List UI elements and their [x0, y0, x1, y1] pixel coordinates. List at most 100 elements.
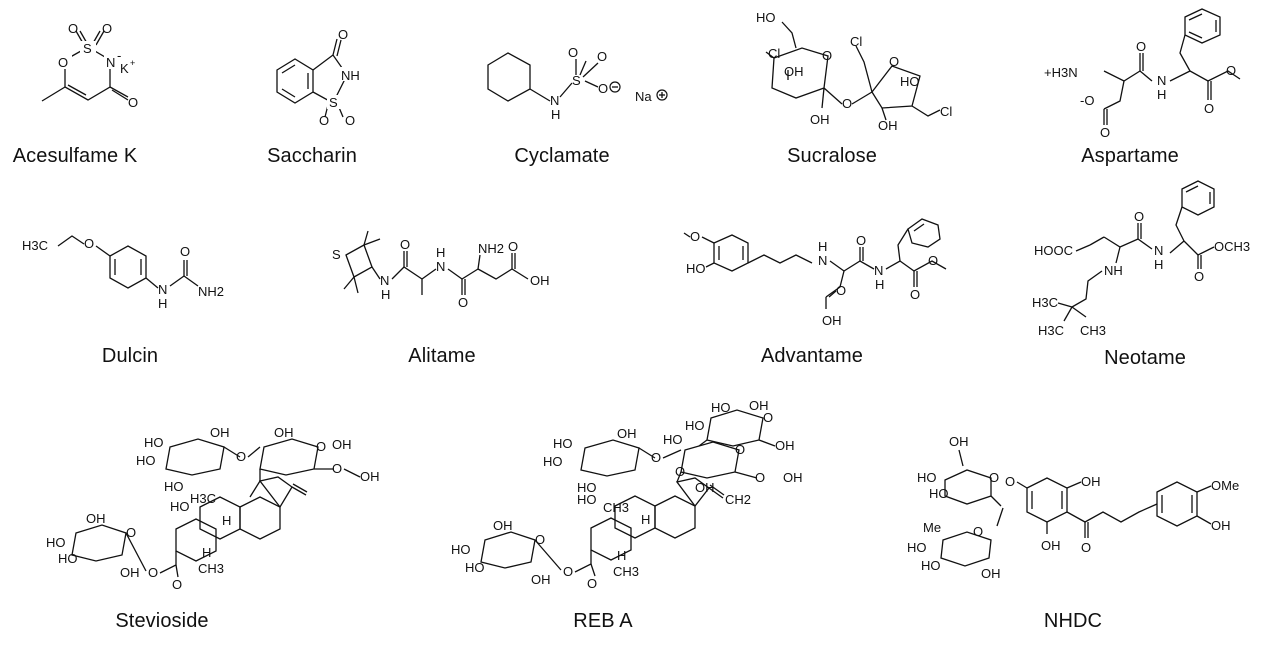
atom-h: H: [1157, 87, 1166, 102]
atom-oh: OH: [981, 566, 1001, 581]
atom-ch3: CH3: [198, 561, 224, 576]
atom-s: S: [572, 73, 581, 88]
atom-o: O: [319, 113, 329, 128]
atom-o: O: [928, 253, 938, 268]
atom-oh: OH: [86, 511, 106, 526]
atom-oh: OH: [775, 438, 795, 453]
glucose-ring: [480, 531, 536, 569]
atom-h: H: [551, 107, 560, 122]
atom-oh: OH: [810, 112, 830, 127]
atom-ho: HO: [58, 551, 78, 566]
molecule-name: Cyclamate: [514, 145, 610, 167]
aspartame-structure: +H3N O N H O O -O O: [1044, 8, 1241, 140]
negative-charge-icon: [609, 81, 621, 93]
alitame-structure: S N H O N H O NH2 O OH: [330, 230, 550, 310]
atom-ch3: CH3: [1080, 323, 1106, 338]
atom-o: O: [675, 464, 685, 479]
atom-h: H: [617, 548, 626, 563]
atom-oh: OH: [493, 518, 513, 533]
atom-ho: HO: [451, 542, 471, 557]
reb-a-structure: HO OH O HO OH HO OH O HO HO O HO O OH O …: [451, 400, 803, 590]
atom-h: H: [158, 296, 167, 311]
atom-o: O: [1081, 540, 1091, 555]
atom-h3c: H3C: [22, 238, 48, 253]
atom-h: H: [222, 513, 231, 528]
saccharin-structure: O NH S O O: [276, 27, 360, 128]
atom-o: O: [651, 450, 661, 465]
atom-oh: OH: [617, 426, 637, 441]
atom-ho: HO: [577, 480, 597, 495]
atom-oh: OH: [120, 565, 140, 580]
atom-o: O: [735, 442, 745, 457]
atom-oh: OH: [274, 425, 294, 440]
atom-oh: OH: [783, 470, 803, 485]
atom-nh2: NH2: [198, 284, 224, 299]
neotame-structure: O OCH3 N H O HOOC NH H3C H3C CH3: [1032, 180, 1250, 338]
atom-o: O: [973, 524, 983, 539]
molecule-name: Stevioside: [115, 610, 209, 632]
molecule-name: NHDC: [1043, 610, 1103, 632]
atom-o: O: [1100, 125, 1110, 140]
atom-cl: Cl: [850, 34, 862, 49]
glucose-ring: [71, 524, 127, 562]
atom-o: O: [1134, 209, 1144, 224]
atom-o: O: [597, 49, 607, 64]
nhdc-structure: OH HO O HO O OH O OH OMe OH Me O HO HO O…: [907, 434, 1239, 581]
acesulfame-k-structure: O S O O N - K + O: [41, 21, 138, 110]
atom-h: H: [875, 277, 884, 292]
atom-oh: OH: [878, 118, 898, 133]
atom-oh: OH: [332, 437, 352, 452]
atom-n: N: [550, 93, 559, 108]
atom-o: O: [889, 54, 899, 69]
atom-o: O: [842, 96, 852, 111]
atom-h3c: H3C: [190, 491, 216, 506]
molecule-name: Advantame: [760, 345, 864, 367]
atom-h: H: [1154, 257, 1163, 272]
atom-o: O: [236, 449, 246, 464]
atom-o: O: [148, 565, 158, 580]
atom-oh: OH: [749, 400, 769, 413]
atom-o: O: [763, 410, 773, 425]
atom-cl: Cl: [768, 46, 780, 61]
molecule-name: Sucralose: [787, 145, 877, 167]
atom-ho: HO: [136, 453, 156, 468]
atom-h: H: [818, 239, 827, 254]
atom-ho: HO: [543, 454, 563, 469]
atom-o: O: [172, 577, 182, 590]
sucralose-structure: HO Cl OH O OH O Cl O HO OH Cl: [756, 10, 952, 133]
atom-ome: OMe: [1211, 478, 1239, 493]
atom-ho: HO: [711, 400, 731, 415]
atom-o: O: [68, 21, 78, 36]
atom-ho: HO: [46, 535, 66, 550]
glucose-ring: [680, 441, 740, 479]
atom-oh: OH: [531, 572, 551, 587]
atom-o-minus: -O: [1080, 93, 1094, 108]
advantame-structure: O HO N H O N H O O OH O: [683, 218, 947, 328]
atom-ho: HO: [907, 540, 927, 555]
atom-o: O: [568, 45, 578, 60]
charge-plus: +: [130, 58, 135, 68]
molecule-name: Acesulfame K: [12, 145, 138, 167]
atom-o: O: [1005, 474, 1015, 489]
atom-o: O: [822, 48, 832, 63]
atom-h3c: H3C: [1032, 295, 1058, 310]
atom-o: O: [316, 439, 326, 454]
glucose-ring: [706, 409, 764, 447]
atom-o: O: [535, 532, 545, 547]
atom-n: N: [1157, 73, 1166, 88]
atom-oh: OH: [695, 480, 715, 495]
charge-minus: -: [117, 48, 121, 63]
atom-hooc: HOOC: [1034, 243, 1073, 258]
atom-o: O: [910, 287, 920, 302]
positive-charge-icon: [656, 89, 668, 101]
atom-ho: HO: [553, 436, 573, 451]
atom-n: N: [106, 55, 115, 70]
atom-o: O: [989, 470, 999, 485]
atom-h: H: [436, 245, 445, 260]
atom-oh: OH: [949, 434, 969, 449]
atom-o: O: [598, 81, 608, 96]
atom-ho: HO: [686, 261, 706, 276]
atom-o: O: [836, 283, 846, 298]
atom-s: S: [83, 41, 92, 56]
